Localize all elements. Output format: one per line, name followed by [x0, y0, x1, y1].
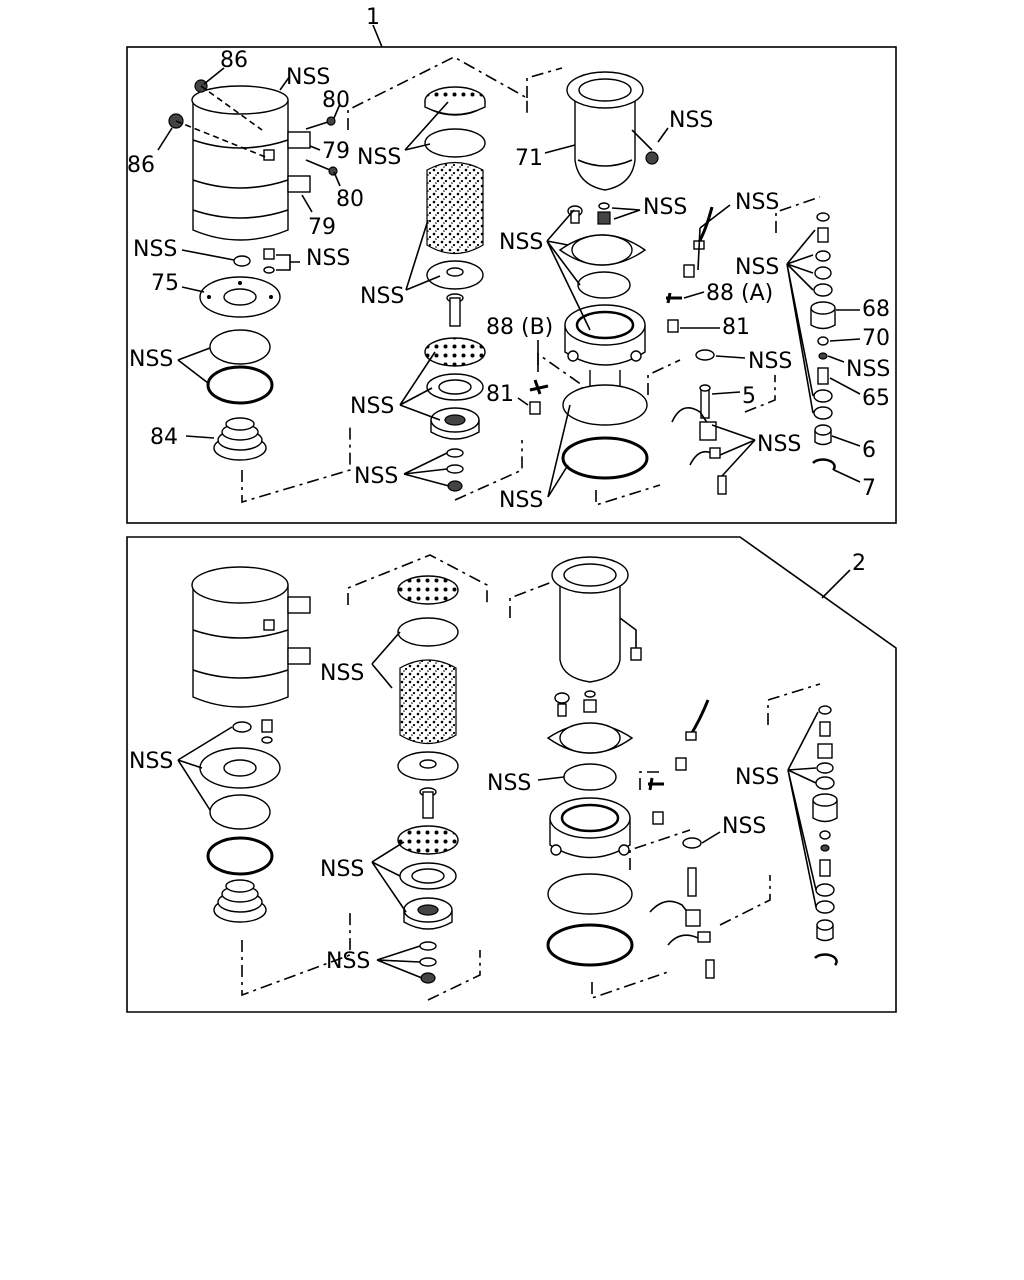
- callout-75: 75: [151, 271, 179, 296]
- callout-nss: NSS: [735, 190, 779, 215]
- callout-nss: NSS: [133, 237, 177, 262]
- gasket-ring-lower: [206, 365, 274, 405]
- clip-88b: [529, 379, 549, 395]
- callout-79a: 79: [322, 139, 350, 164]
- callout-88a: 88 (A): [706, 281, 773, 306]
- perforated-disc-top: [424, 86, 486, 116]
- assembly-1-leader: [372, 24, 383, 48]
- wiring-harness: [671, 406, 727, 495]
- callout-nss: NSS: [722, 814, 766, 839]
- housing-can-2: [191, 566, 311, 708]
- o-ring-large-2: [561, 436, 649, 480]
- callout-nss: NSS: [499, 488, 543, 513]
- callout-nss: NSS: [320, 661, 364, 686]
- washer-nss-left: [233, 255, 251, 267]
- callout-nss: NSS: [129, 749, 173, 774]
- callout-81a: 81: [722, 315, 750, 340]
- valve-stack: [810, 212, 836, 471]
- assembly-2-panel: 2 NSS: [126, 536, 897, 1013]
- callout-84: 84: [150, 425, 178, 450]
- callout-71: 71: [515, 146, 543, 171]
- callout-65: 65: [862, 386, 890, 411]
- clip-88a: [666, 292, 682, 304]
- callout-nss: NSS: [487, 771, 531, 796]
- callout-nss: NSS: [326, 949, 370, 974]
- washer-5: [695, 349, 715, 361]
- nut-nss-left: [263, 248, 275, 260]
- callout-88b: 88 (B): [486, 315, 553, 340]
- cap-disc: [426, 260, 484, 290]
- housing-can: [191, 85, 311, 241]
- callout-nss: NSS: [643, 195, 687, 220]
- callout-nss: NSS: [669, 108, 713, 133]
- perforated-disc-bottom: [424, 337, 486, 367]
- callout-80a: 80: [322, 88, 350, 113]
- o-ring-large-3: [547, 873, 633, 915]
- assembly-1-panel: 1 86 86 NSS 80 79: [126, 5, 897, 524]
- sensor-5: [699, 384, 711, 419]
- callout-nss: NSS: [846, 357, 890, 382]
- callout-nss: NSS: [499, 230, 543, 255]
- assembly-2-leader: [821, 569, 851, 599]
- callout-nss: NSS: [360, 284, 404, 309]
- callout-nss: NSS: [306, 246, 350, 271]
- bowl-2: [551, 556, 629, 683]
- callout-7: 7: [862, 476, 876, 501]
- callout-86b: 86: [127, 153, 155, 178]
- callout-86a: 86: [220, 48, 248, 73]
- callout-68: 68: [862, 297, 890, 322]
- bolt-80a: [305, 116, 336, 130]
- callout-6: 6: [862, 438, 876, 463]
- panel-frame-1: [126, 46, 897, 524]
- gasket-plate: [558, 234, 647, 266]
- callout-nss: NSS: [748, 349, 792, 374]
- valve-stack-2: [812, 705, 838, 966]
- bolt-81a: [667, 319, 679, 333]
- drain-plug: [645, 151, 659, 165]
- bolt-81b: [529, 401, 541, 415]
- callout-nss: NSS: [357, 145, 401, 170]
- o-ring-large-4: [546, 923, 634, 967]
- callout-nss: NSS: [129, 347, 173, 372]
- spring-84: [213, 417, 267, 461]
- filter-head-2: [549, 797, 631, 859]
- filter-head: [564, 304, 646, 396]
- perforated-disc-top-2: [397, 575, 459, 605]
- flange-75: [199, 276, 281, 318]
- callout-70: 70: [862, 326, 890, 351]
- stud: [446, 293, 464, 327]
- callout-nss: NSS: [354, 464, 398, 489]
- assembly-2-number: 2: [852, 551, 866, 576]
- o-ring-mid: [577, 271, 631, 299]
- base-cup: [430, 407, 480, 440]
- bowl-71: [566, 71, 644, 191]
- callout-nss: NSS: [757, 432, 801, 457]
- panel-frame-2: [126, 536, 897, 1013]
- filter-disc: [424, 128, 486, 158]
- spring-2: [213, 879, 267, 923]
- callout-nss: NSS: [320, 857, 364, 882]
- callout-nss: NSS: [735, 765, 779, 790]
- callout-nss: NSS: [286, 65, 330, 90]
- callout-81b: 81: [486, 382, 514, 407]
- callout-80b: 80: [336, 187, 364, 212]
- callout-nss: NSS: [735, 255, 779, 280]
- callout-nss: NSS: [350, 394, 394, 419]
- gasket-ring-upper: [209, 329, 271, 365]
- filter-element: [426, 161, 484, 255]
- callout-5: 5: [742, 384, 756, 409]
- assembly-1-number: 1: [366, 5, 380, 30]
- callout-79b: 79: [308, 215, 336, 240]
- o-ring-large-1: [562, 384, 648, 426]
- filter-element-2: [399, 659, 457, 745]
